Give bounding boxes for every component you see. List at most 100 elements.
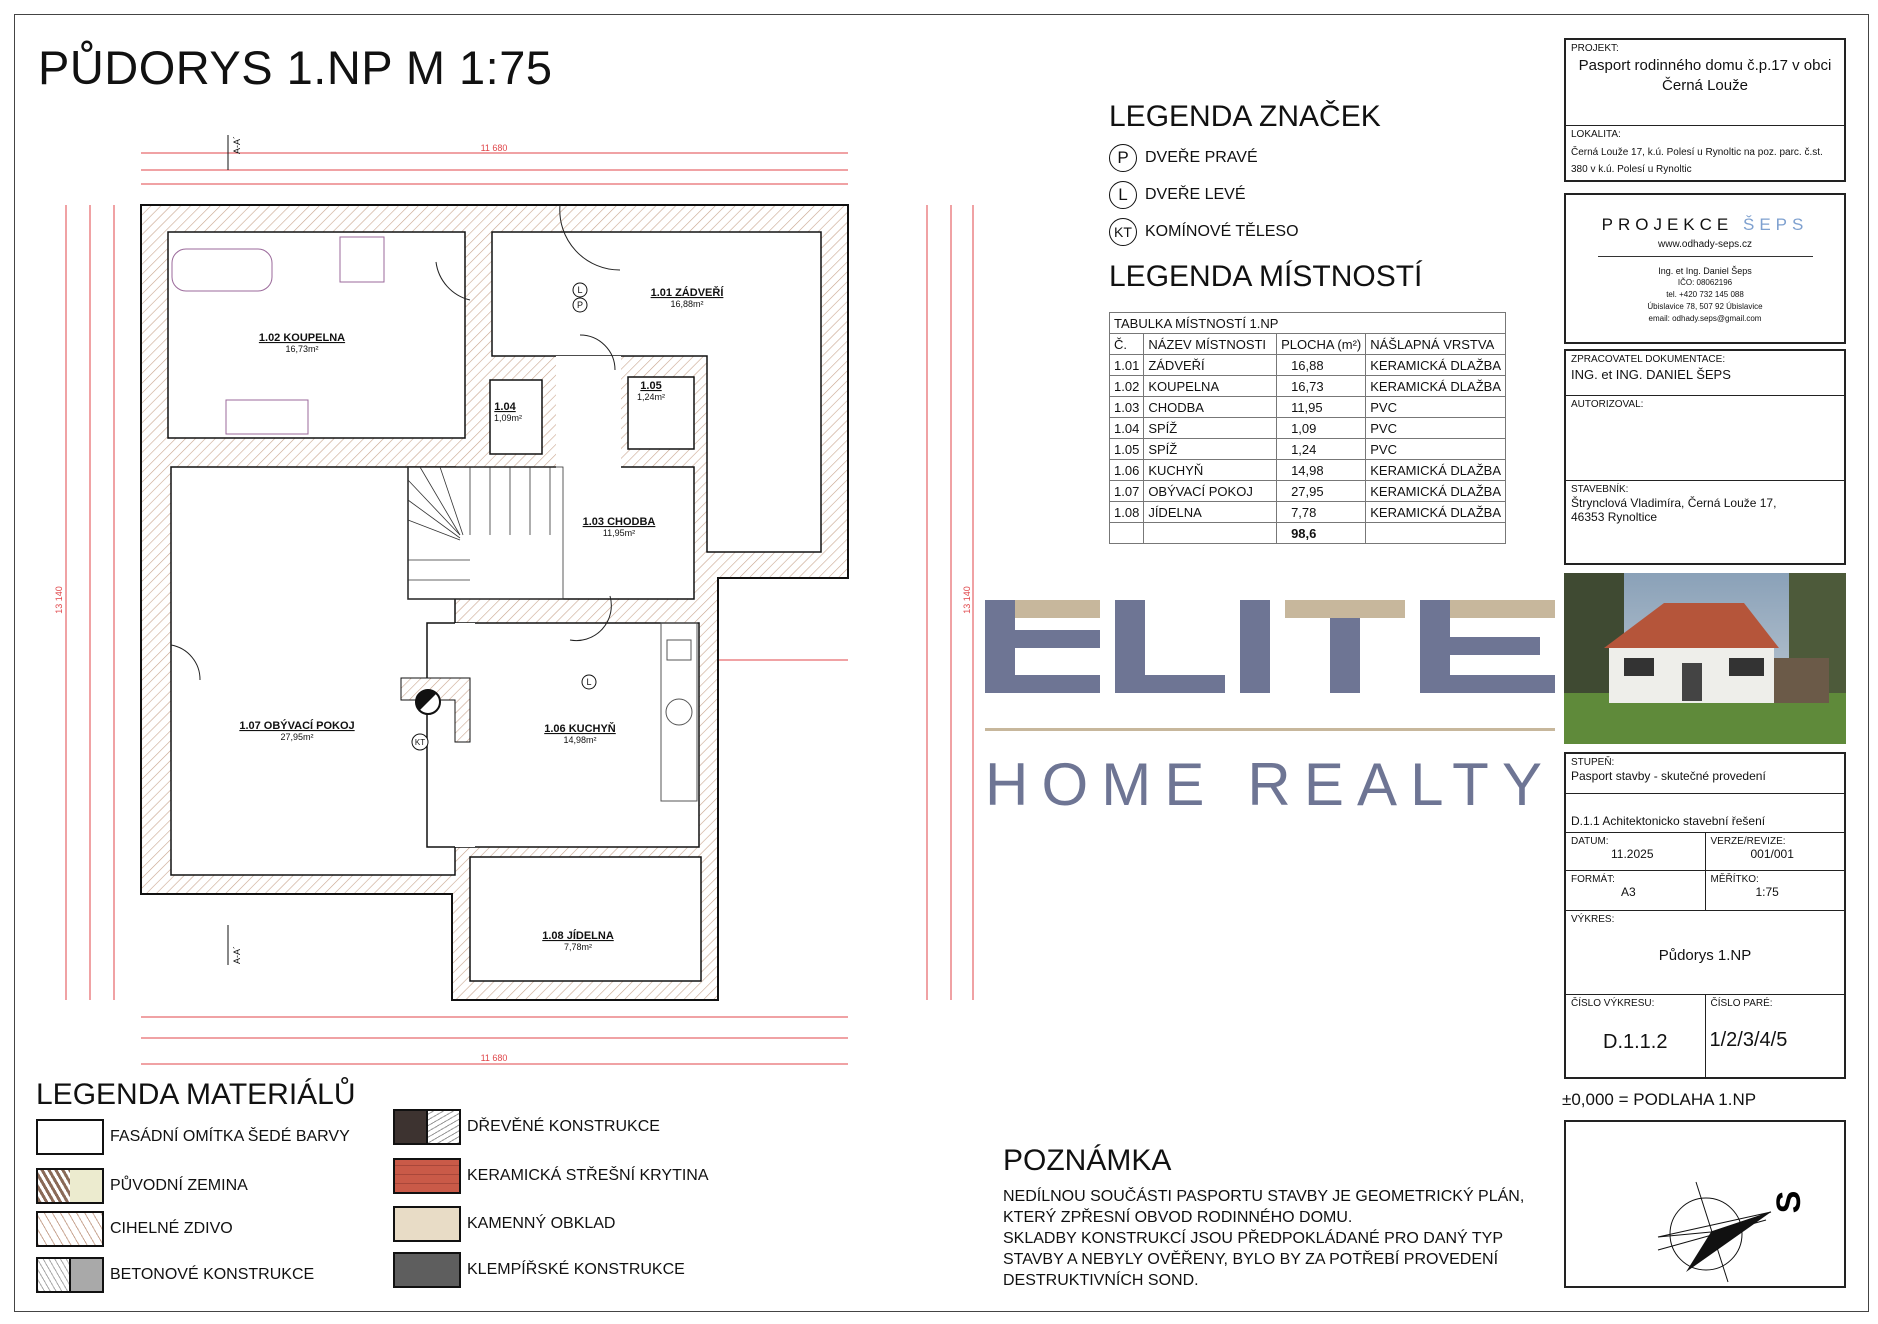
header-cell: NÁŠLAPNÁ VRSTVA bbox=[1365, 333, 1506, 355]
table-cell: 1.05 bbox=[1108, 438, 1145, 460]
table-cell: 1.02 bbox=[1108, 375, 1145, 397]
label: STAVEBNÍK: bbox=[1571, 484, 1629, 495]
project-box: PROJEKT: Pasport rodinného domu č.p.17 v… bbox=[1564, 38, 1846, 182]
room-table: TABULKA MÍSTNOSTÍ 1.NP Č. NÁZEV MÍSTNOST… bbox=[1108, 312, 1506, 544]
table-cell: 1,24 bbox=[1276, 438, 1367, 460]
note-line: KTERÝ ZPŘESNÍ OBVOD RODINNÉHO DOMU. bbox=[1003, 1209, 1353, 1226]
label: VÝKRES: bbox=[1571, 914, 1615, 925]
table-cell: PVC bbox=[1365, 417, 1506, 439]
table-cell: 1.06 bbox=[1108, 459, 1145, 481]
table-cell: 16,73 bbox=[1276, 375, 1367, 397]
table-cell: KERAMICKÁ DLAŽBA bbox=[1365, 480, 1506, 502]
material-item: BETONOVÉ KONSTRUKCE bbox=[36, 1256, 350, 1294]
firm-name-accent: ŠEPS bbox=[1743, 215, 1809, 234]
room-area: 16,88m² bbox=[670, 299, 703, 309]
kitchen-counter bbox=[660, 622, 698, 802]
table-cell: 27,95 bbox=[1276, 480, 1367, 502]
firm-address: Úbislavice 78, 507 92 Úbislavice bbox=[1647, 302, 1763, 311]
door-right-icon: P bbox=[1109, 144, 1137, 172]
table-cell: ZÁDVEŘÍ bbox=[1143, 354, 1278, 376]
dim-depth-left: 13 140 bbox=[54, 586, 64, 614]
dim-width-bottom: 11 680 bbox=[481, 1053, 508, 1063]
room-zadveri bbox=[491, 231, 822, 553]
table-total-row: 98,6 bbox=[1108, 522, 1506, 544]
table-cell: KOUPELNA bbox=[1143, 375, 1278, 397]
chimney-marker: KT bbox=[415, 738, 425, 747]
table-cell: SPÍŽ bbox=[1143, 438, 1278, 460]
table-cell: JÍDELNA bbox=[1143, 501, 1278, 523]
room-area: 1,24m² bbox=[637, 392, 665, 402]
label: FORMÁT: bbox=[1571, 874, 1615, 885]
drawing-name: Půdorys 1.NP bbox=[1658, 947, 1752, 964]
table-cell: 1.07 bbox=[1108, 480, 1145, 502]
total-area: 98,6 bbox=[1276, 522, 1367, 544]
scale: 1:75 bbox=[1755, 885, 1779, 899]
brick-swatch bbox=[36, 1211, 104, 1247]
drawing-frame bbox=[14, 14, 1869, 1312]
concrete-swatch bbox=[36, 1257, 104, 1293]
door-left-marker: L bbox=[577, 285, 582, 295]
wood-swatch bbox=[393, 1109, 461, 1145]
drawing-number: D.1.1.2 bbox=[1603, 1031, 1668, 1053]
room-area: 14,98m² bbox=[563, 735, 596, 745]
plaster-swatch bbox=[36, 1119, 104, 1155]
house-photo bbox=[1564, 573, 1846, 744]
responsibility-box: ZPRACOVATEL DOKUMENTACE:ING. et ING. DAN… bbox=[1564, 349, 1846, 565]
note-heading: POZNÁMKA bbox=[1003, 1144, 1172, 1177]
material-column-1: FASÁDNÍ OMÍTKA ŠEDÉ BARVY PŮVODNÍ ZEMINA… bbox=[36, 1118, 350, 1294]
section-marker: A-A´ bbox=[232, 946, 242, 964]
room-area: 27,95m² bbox=[280, 732, 313, 742]
table-cell: 7,78 bbox=[1276, 501, 1367, 523]
label: PROJEKT: bbox=[1571, 43, 1619, 54]
table-cell: 1.04 bbox=[1108, 417, 1145, 439]
legend-item-label: DVEŘE PRAVÉ bbox=[1145, 149, 1258, 166]
room-label: 1.02 KOUPELNA bbox=[259, 332, 345, 344]
soil-swatch bbox=[36, 1168, 104, 1204]
room-area: 1,09m² bbox=[494, 413, 522, 423]
room-label: 1.03 CHODBA bbox=[583, 516, 656, 528]
door-right-marker: P bbox=[577, 300, 583, 310]
room-area: 11,95m² bbox=[603, 528, 635, 538]
table-cell: KERAMICKÁ DLAŽBA bbox=[1365, 354, 1506, 376]
format: A3 bbox=[1621, 885, 1636, 899]
material-item: KERAMICKÁ STŘEŠNÍ KRYTINA bbox=[393, 1157, 709, 1195]
firm-ico: IČO: 08062196 bbox=[1677, 278, 1733, 287]
material-item: CIHELNÉ ZDIVO bbox=[36, 1210, 350, 1248]
header-cell: Č. bbox=[1108, 333, 1145, 355]
table-header: Č. NÁZEV MÍSTNOSTI PLOCHA (m²) NÁŠLAPNÁ … bbox=[1108, 333, 1506, 355]
room-area: 7,78m² bbox=[564, 942, 592, 952]
north-arrow-icon: S bbox=[1657, 1181, 1808, 1283]
north-label: S bbox=[1770, 1191, 1808, 1214]
note-line: STAVBY A NEBYLY OVĚŘENY, BYLO BY ZA POTŘ… bbox=[1003, 1251, 1499, 1268]
material-item: FASÁDNÍ OMÍTKA ŠEDÉ BARVY bbox=[36, 1118, 350, 1156]
author-name: ING. et ING. DANIEL ŠEPS bbox=[1571, 367, 1731, 382]
table-cell: SPÍŽ bbox=[1143, 417, 1278, 439]
door-swings bbox=[170, 204, 621, 681]
table-cell: 14,98 bbox=[1276, 459, 1367, 481]
builder-line: 46353 Rynoltice bbox=[1571, 510, 1658, 524]
drawing-title: PŮDORYS 1.NP M 1:75 bbox=[38, 41, 553, 94]
table-cell: 11,95 bbox=[1276, 396, 1367, 418]
material-item: PŮVODNÍ ZEMINA bbox=[36, 1167, 350, 1205]
note-line: DESTRUKTIVNÍCH SOND. bbox=[1003, 1272, 1199, 1289]
firm-name: PROJEKCE bbox=[1601, 215, 1734, 234]
room-spiz-105 bbox=[627, 376, 695, 450]
label: ČÍSLO VÝKRESU: bbox=[1571, 998, 1655, 1009]
dim-width-top: 11 680 bbox=[481, 143, 508, 153]
level-note: ±0,000 = PODLAHA 1.NP bbox=[1562, 1090, 1757, 1109]
material-item: KLEMPÍŘSKÉ KONSTRUKCE bbox=[393, 1251, 709, 1289]
table-cell: OBÝVACÍ POKOJ bbox=[1143, 480, 1278, 502]
drawing-info-box: STUPEŇ:Pasport stavby - skutečné provede… bbox=[1564, 752, 1846, 1079]
label: DATUM: bbox=[1571, 836, 1609, 847]
washbasins bbox=[225, 399, 309, 435]
table-cell: 1.08 bbox=[1108, 501, 1145, 523]
note-line: NEDÍLNOU SOUČÁSTI PASPORTU STAVBY JE GEO… bbox=[1003, 1188, 1525, 1205]
date: 11.2025 bbox=[1611, 847, 1654, 861]
roof-tile-swatch bbox=[393, 1158, 461, 1194]
